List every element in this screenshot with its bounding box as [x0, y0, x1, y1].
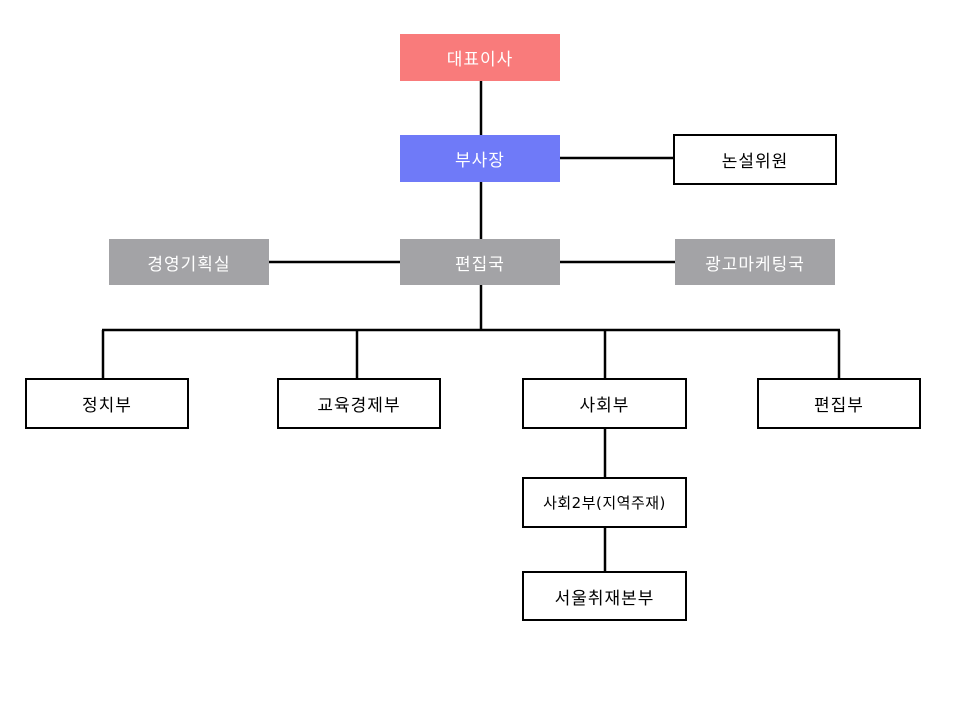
node-management-planning-label: 경영기획실	[147, 254, 231, 275]
node-education-economy: 교육경제부	[277, 378, 441, 429]
node-politics: 정치부	[25, 378, 189, 429]
node-society-label: 사회부	[579, 396, 630, 416]
node-seoul-bureau-label: 서울취재본부	[554, 588, 655, 609]
node-editorial-committee: 논설위원	[673, 134, 837, 185]
node-editorial-committee-label: 논설위원	[721, 152, 789, 172]
node-editing: 편집부	[757, 378, 921, 429]
node-editing-label: 편집부	[814, 396, 864, 416]
node-vice-president-label: 부사장	[455, 151, 505, 171]
node-ad-marketing: 광고마케팅국	[675, 239, 835, 285]
node-education-economy-label: 교육경제부	[317, 396, 401, 416]
node-ceo-label: 대표이사	[446, 50, 514, 70]
node-society: 사회부	[522, 378, 687, 429]
node-society2-label: 사회2부(지역주재)	[543, 494, 666, 512]
node-editorial-bureau: 편집국	[400, 239, 560, 285]
node-vice-president: 부사장	[400, 135, 560, 182]
node-seoul-bureau: 서울취재본부	[522, 571, 687, 621]
node-society2: 사회2부(지역주재)	[522, 477, 687, 528]
node-editorial-bureau-label: 편집국	[455, 254, 505, 275]
node-ad-marketing-label: 광고마케팅국	[705, 254, 805, 275]
node-politics-label: 정치부	[82, 396, 132, 416]
node-management-planning: 경영기획실	[109, 239, 269, 285]
node-ceo: 대표이사	[400, 34, 560, 81]
